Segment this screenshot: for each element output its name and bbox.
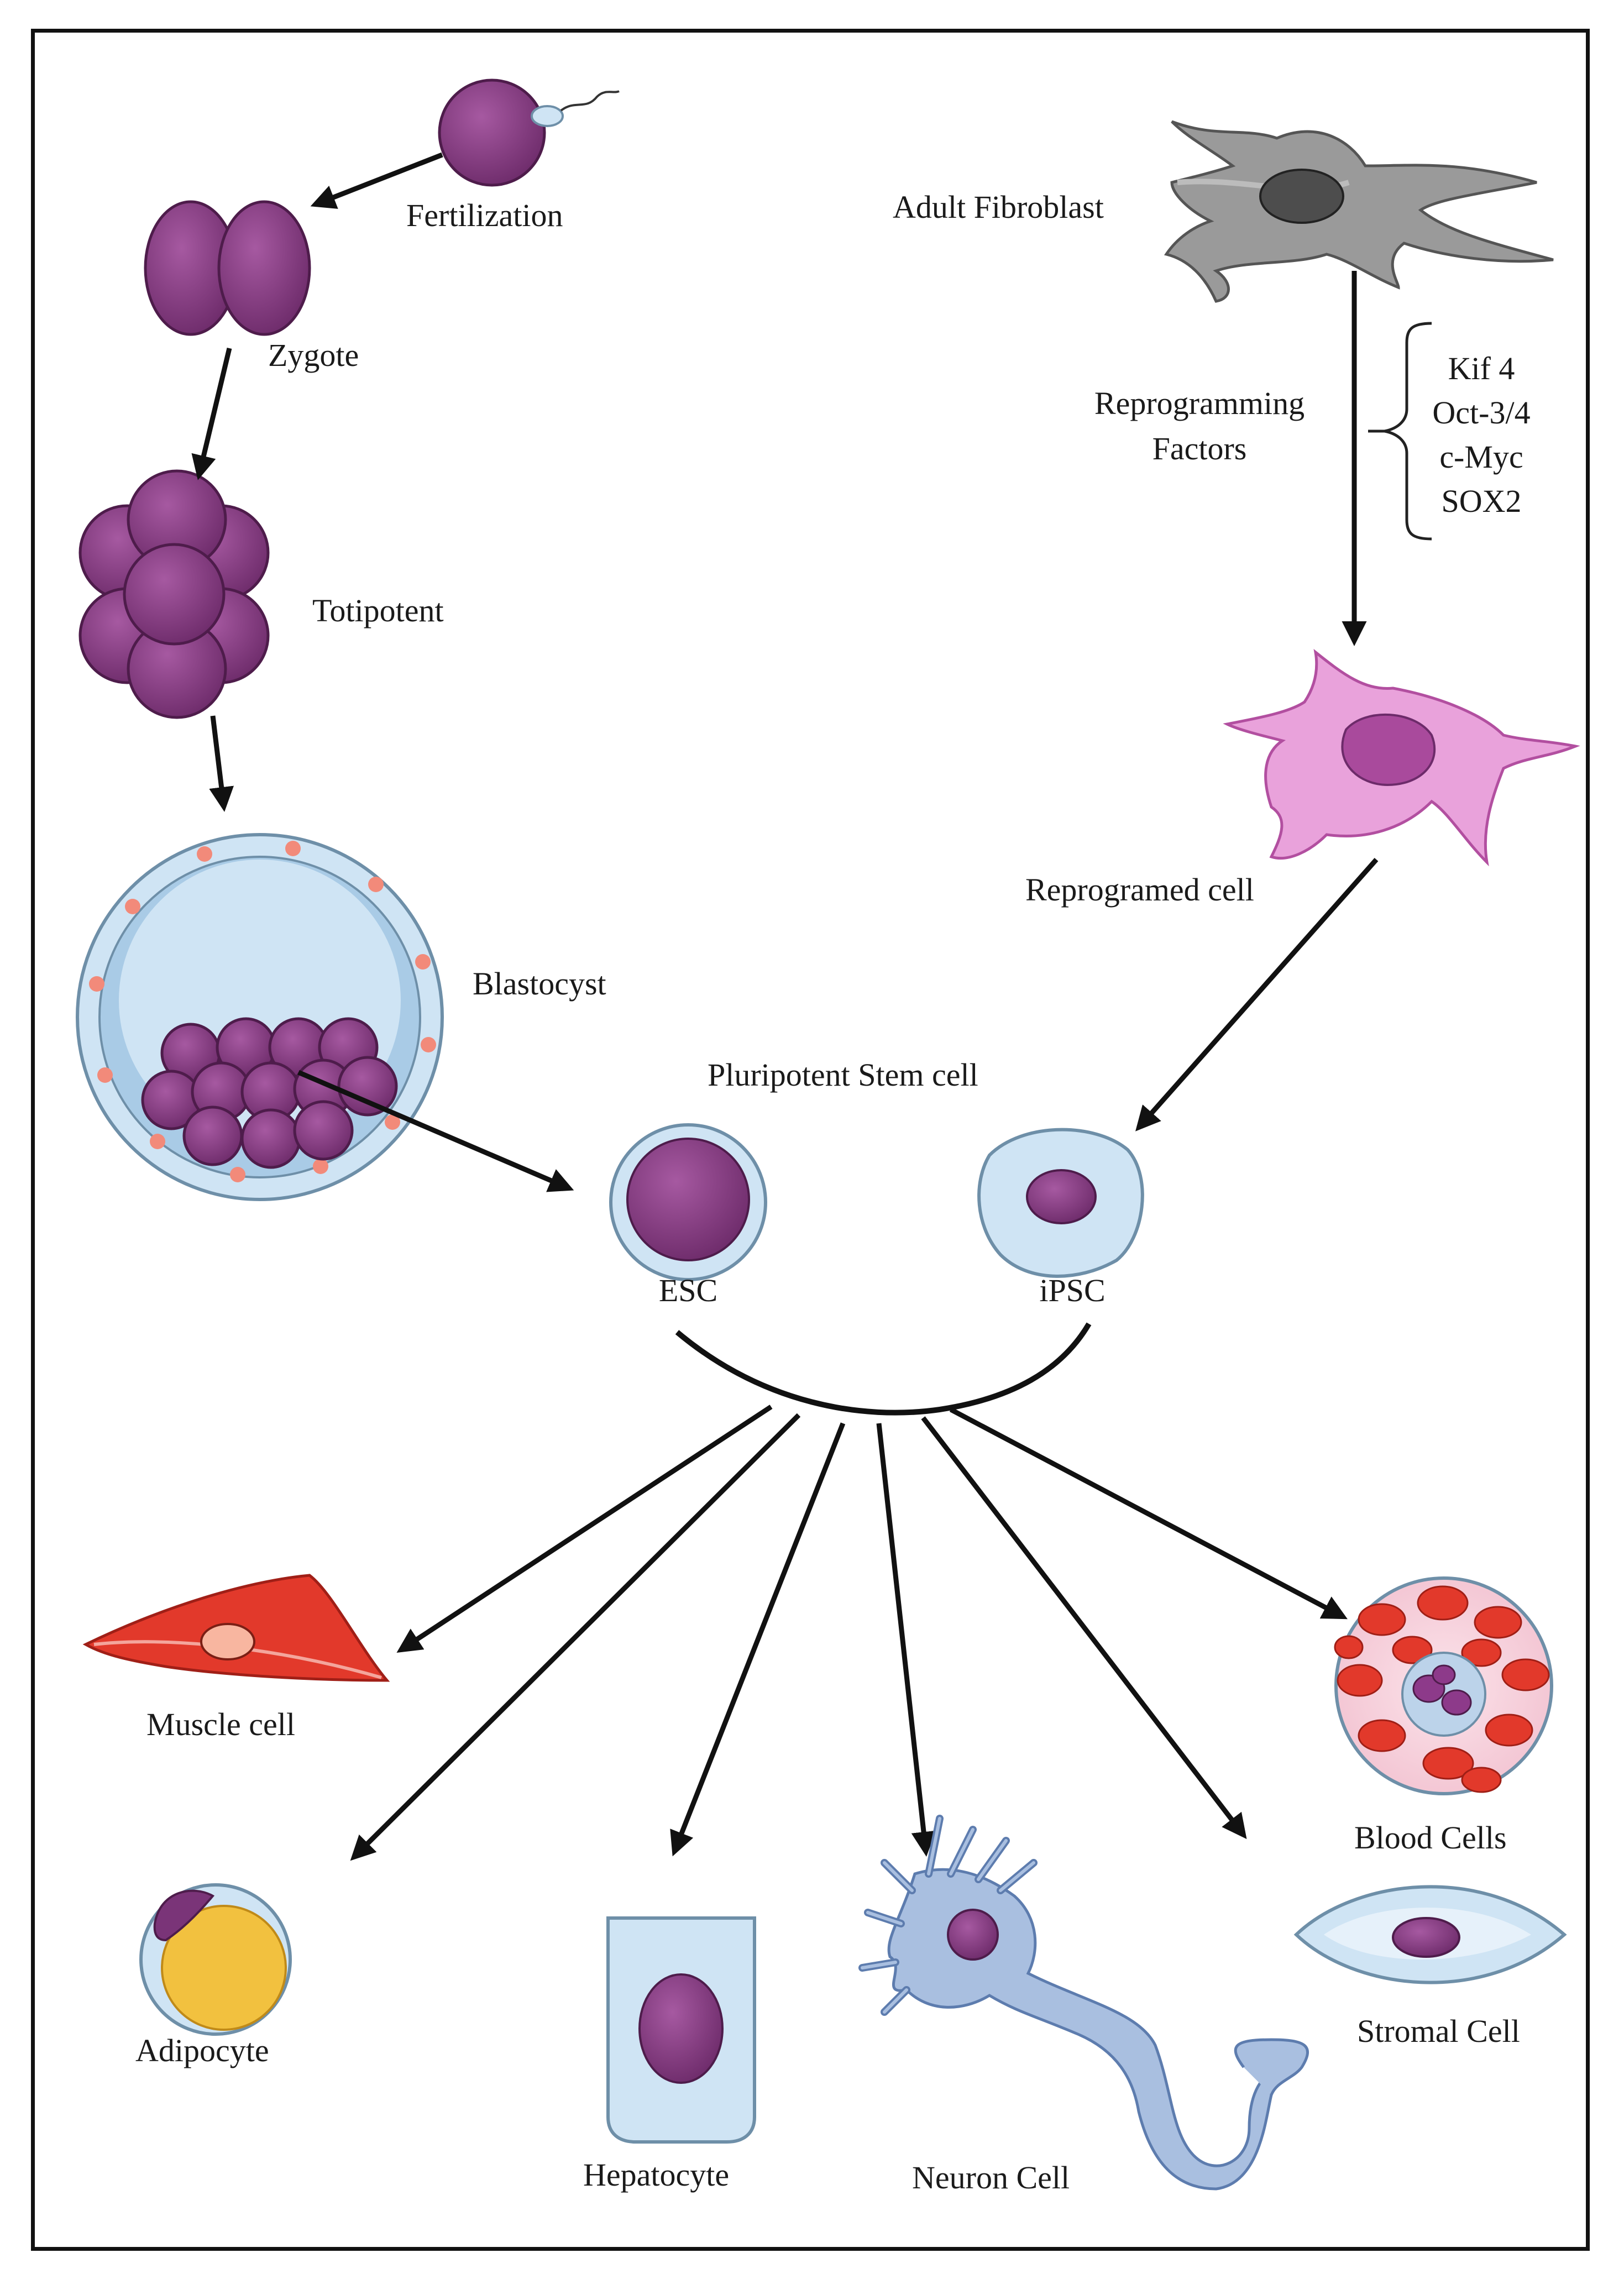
blastocyst-to-esc-arrow xyxy=(297,1070,574,1192)
factor-item: Oct-3/4 xyxy=(1432,395,1531,431)
totipotent-morula xyxy=(78,469,270,719)
label-adipocyte: Adipocyte xyxy=(135,2032,269,2068)
label-adult-fibroblast: Adult Fibroblast xyxy=(893,189,1104,225)
label-fertilization: Fertilization xyxy=(406,197,563,233)
esc-cell xyxy=(609,1123,767,1281)
label-stromal-cell: Stromal Cell xyxy=(1357,2013,1520,2049)
neuron-cell xyxy=(858,1815,1309,2191)
blastocyst xyxy=(76,833,444,1201)
development-arrows xyxy=(191,152,443,812)
blood-cells xyxy=(1334,1576,1553,1795)
differentiation-arrows xyxy=(350,1405,1348,1861)
factor-item: Kif 4 xyxy=(1448,350,1515,386)
differentiation-arc xyxy=(675,1322,1092,1416)
label-blastocyst: Blastocyst xyxy=(473,966,606,1002)
fertilization-egg xyxy=(438,78,620,187)
label-reprogramed-cell: Reprogramed cell xyxy=(1025,872,1254,908)
label-esc: ESC xyxy=(658,1272,718,1308)
hepatocyte xyxy=(606,1916,756,2144)
factor-item: SOX2 xyxy=(1441,483,1522,519)
reprogramed-to-ipsc-arrow xyxy=(1135,858,1379,1131)
stromal-cell xyxy=(1293,1885,1567,1984)
adipocyte xyxy=(139,1883,292,2036)
muscle-cell xyxy=(82,1574,390,1682)
label-muscle-cell: Muscle cell xyxy=(146,1706,295,1742)
label-ipsc: iPSC xyxy=(1039,1272,1106,1308)
label-reprogramming-factors-2: Factors xyxy=(1152,431,1247,467)
label-neuron-cell: Neuron Cell xyxy=(912,2160,1070,2196)
label-blood-cells: Blood Cells xyxy=(1354,1820,1507,1856)
label-totipotent: Totipotent xyxy=(312,593,444,628)
ipsc-cell xyxy=(977,1128,1144,1278)
label-zygote: Zygote xyxy=(268,337,359,373)
label-pluripotent-stem-cell: Pluripotent Stem cell xyxy=(708,1057,978,1093)
zygote-cell xyxy=(144,200,311,336)
adult-fibroblast-cell xyxy=(1164,120,1554,303)
label-reprogramming-factors-1: Reprogramming xyxy=(1094,385,1305,421)
reprogramed-cell xyxy=(1223,648,1580,867)
factor-item: c-Myc xyxy=(1439,439,1523,475)
label-hepatocyte: Hepatocyte xyxy=(583,2157,730,2193)
